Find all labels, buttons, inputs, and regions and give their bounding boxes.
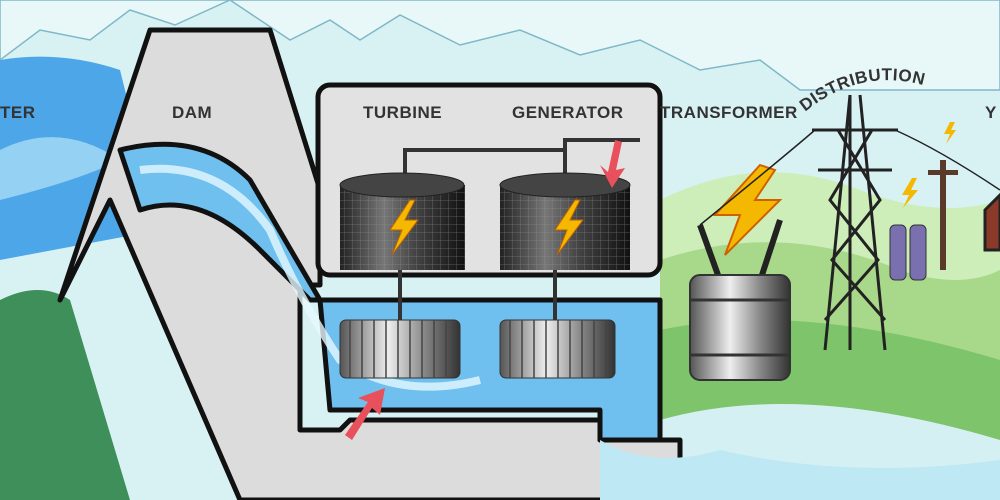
lightning-icon [389, 199, 419, 256]
water-ripple [0, 137, 120, 200]
turbine-left [339, 319, 461, 379]
label-transformer: TRANSFORMER [660, 103, 798, 122]
label-turbine: TURBINE [363, 103, 442, 122]
transformer [689, 163, 791, 381]
generator-right [499, 172, 631, 270]
mountains [0, 0, 1000, 91]
outflow-water [600, 440, 1000, 500]
arrow-icon [345, 388, 385, 440]
distribution-tower [699, 94, 1000, 351]
turbine-right [499, 319, 616, 379]
house [983, 192, 1000, 252]
lightning-icon [712, 163, 783, 256]
arrow-icon [600, 140, 625, 188]
utility-pole [889, 122, 958, 281]
label-generator: GENERATOR [512, 103, 624, 122]
label-water: TER [0, 103, 36, 122]
lightning-icon [554, 199, 584, 256]
label-dam: DAM [172, 103, 212, 122]
generator-left [339, 172, 465, 270]
label-home: Y [985, 103, 997, 122]
hill-left [0, 290, 130, 500]
water-flow [139, 164, 481, 391]
